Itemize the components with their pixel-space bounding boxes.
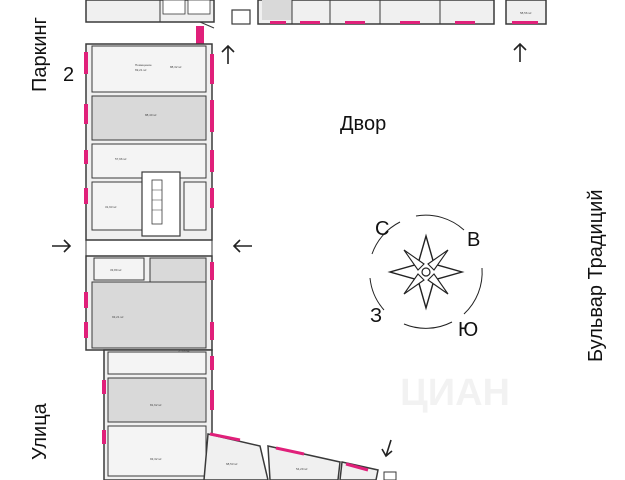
svg-text:31,93 м²: 31,93 м² (105, 205, 116, 209)
svg-text:88,40 м²: 88,40 м² (145, 113, 156, 117)
lower-building-2: 70,68 м² 81,62 м² 93,32 м² (102, 349, 214, 480)
street-label: Улица (29, 402, 51, 460)
passage (85, 240, 213, 256)
compass-west-label: З (370, 305, 382, 327)
main-building: Помещение 69,21 м² 88,32 м² 88,40 м² 57,… (84, 43, 214, 241)
lower-building: 33,89 м² 93,21 м² (84, 255, 214, 351)
boulevard-label: Бульвар Традиций (585, 189, 607, 362)
courtyard-label: Двор (340, 113, 386, 135)
top-left-block (85, 0, 215, 44)
building-number-label: 2 (63, 64, 74, 86)
compass-east-label: В (467, 229, 480, 251)
svg-text:33,89 м²: 33,89 м² (110, 268, 121, 272)
svg-text:93,32 м²: 93,32 м² (150, 457, 161, 461)
compass-north-label: С (375, 218, 389, 240)
svg-text:54,29 м²: 54,29 м² (296, 467, 307, 471)
compass-south-label: Ю (458, 319, 478, 341)
parking-street-label: Паркинг (29, 17, 51, 92)
entrance-arrow-icon (52, 42, 527, 458)
svg-text:Помещение: Помещение (135, 63, 152, 67)
diagonal-wing: 68,53 м² 54,29 м² (203, 432, 397, 480)
svg-text:70,68 м²: 70,68 м² (178, 349, 189, 353)
svg-text:69,21 м²: 69,21 м² (135, 68, 146, 72)
watermark: ЦИАН (400, 372, 510, 414)
svg-text:81,62 м²: 81,62 м² (150, 403, 161, 407)
compass-rose-icon (369, 214, 483, 329)
svg-text:93,21 м²: 93,21 м² (112, 315, 123, 319)
svg-text:88,32 м²: 88,32 м² (170, 65, 181, 69)
svg-text:68,53 м²: 68,53 м² (226, 462, 237, 466)
svg-text:57,96 м²: 57,96 м² (115, 157, 126, 161)
top-right-block: 58,56 м² (231, 0, 547, 25)
svg-text:58,56 м²: 58,56 м² (520, 11, 531, 15)
